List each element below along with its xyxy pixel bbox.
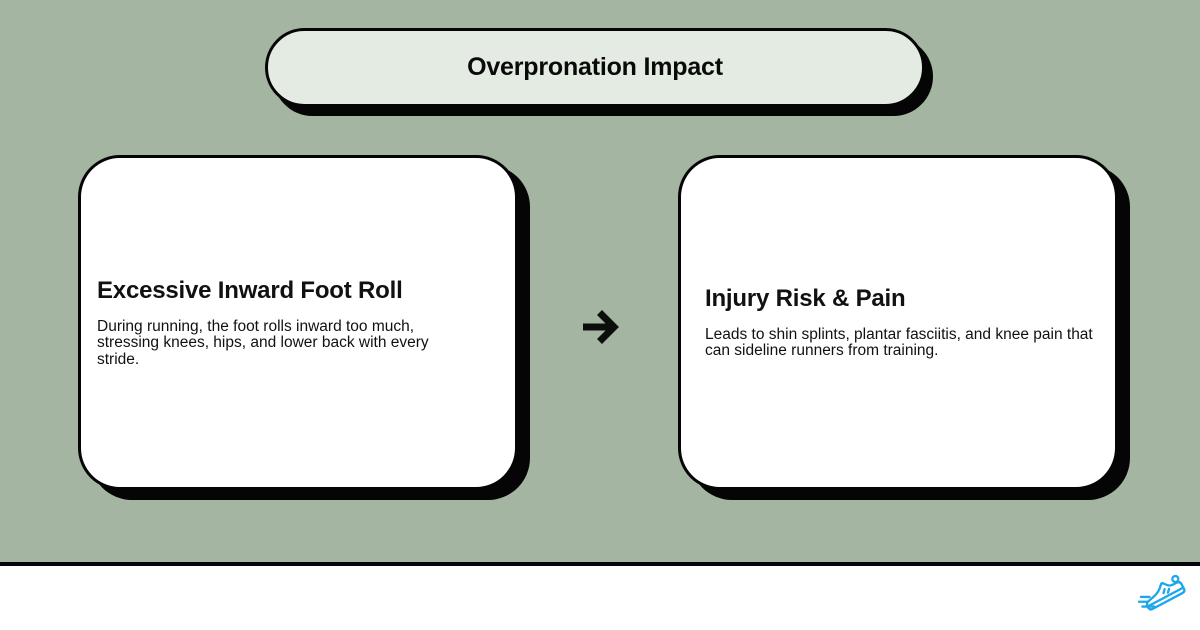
card-body-text: During running, the foot rolls inward to… (97, 317, 429, 368)
footer-divider-line (0, 562, 1200, 566)
arrow-right-icon (583, 310, 619, 344)
footer-logo (1138, 572, 1188, 618)
card-heading: Excessive Inward Foot Roll (97, 276, 403, 304)
connector (578, 304, 624, 350)
title-pill: Overpronation Impact (265, 28, 925, 107)
card-injury-risk-pain: Injury Risk & Pain Leads to shin splints… (678, 155, 1118, 490)
page-title: Overpronation Impact (467, 53, 723, 81)
card-excessive-inward-foot-roll: Excessive Inward Foot Roll During runnin… (78, 155, 518, 490)
card-heading: Injury Risk & Pain (705, 285, 906, 313)
running-shoe-icon (1138, 574, 1186, 611)
card-body-text: Leads to shin splints, plantar fasciitis… (705, 325, 1093, 360)
footer-bar (0, 566, 1200, 630)
